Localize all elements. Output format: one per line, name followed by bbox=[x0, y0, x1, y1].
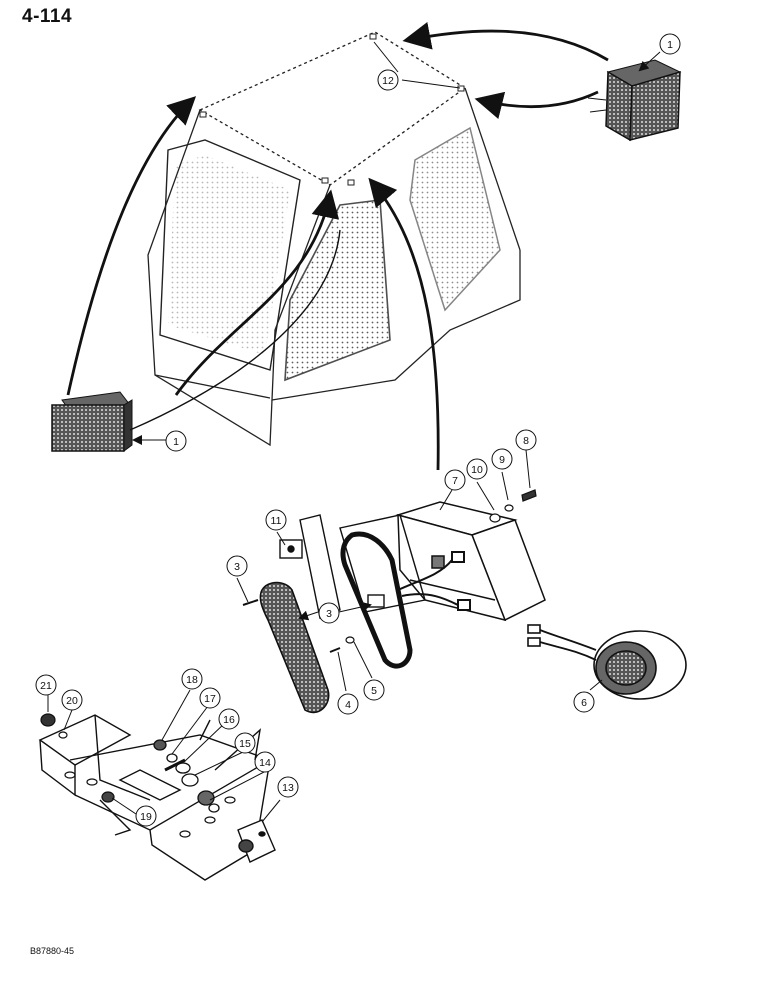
callout-10: 10 bbox=[466, 458, 488, 480]
callout-20: 20 bbox=[61, 689, 83, 711]
callout-18: 18 bbox=[181, 668, 203, 690]
callout-9: 9 bbox=[491, 448, 513, 470]
lamp-gasket bbox=[340, 531, 413, 669]
callout-12: 12 bbox=[377, 69, 399, 91]
callout-17: 17 bbox=[199, 687, 221, 709]
callout-1-upper: 1 bbox=[659, 33, 681, 55]
svg-text:20: 20 bbox=[66, 695, 78, 707]
callout-14: 14 bbox=[254, 751, 276, 773]
callout-1-left: 1 bbox=[165, 430, 187, 452]
work-light-left bbox=[51, 391, 133, 452]
small-hardware bbox=[242, 489, 537, 653]
svg-text:16: 16 bbox=[223, 714, 235, 726]
svg-text:21: 21 bbox=[40, 680, 52, 692]
callout-8: 8 bbox=[515, 429, 537, 451]
svg-text:3: 3 bbox=[326, 608, 332, 620]
mounting-plate bbox=[339, 514, 426, 613]
svg-text:12: 12 bbox=[382, 75, 394, 87]
svg-text:10: 10 bbox=[471, 464, 483, 476]
callout-markers: 1 1 12 11 3 3 10 9 8 7 4 5 6 21 20 18 17… bbox=[35, 33, 681, 827]
svg-text:14: 14 bbox=[259, 757, 271, 769]
roof-mount-points bbox=[199, 33, 465, 186]
svg-text:11: 11 bbox=[271, 515, 282, 527]
round-light bbox=[527, 624, 687, 700]
callout-leaders bbox=[47, 41, 661, 823]
cab-left-window bbox=[159, 139, 301, 371]
callout-11: 11 bbox=[265, 509, 287, 531]
callout-19: 19 bbox=[135, 805, 157, 827]
wire-harness bbox=[397, 551, 471, 611]
lamp-housing bbox=[395, 501, 546, 622]
svg-text:6: 6 bbox=[581, 697, 587, 709]
cab-right-window bbox=[409, 126, 501, 312]
frame-fitting bbox=[101, 791, 115, 803]
callout-13: 13 bbox=[277, 776, 299, 798]
svg-text:1: 1 bbox=[667, 39, 673, 51]
figure-code: B87880-45 bbox=[30, 946, 75, 956]
switch-stack bbox=[153, 739, 220, 813]
light-wire bbox=[129, 229, 341, 431]
work-light-right bbox=[587, 59, 682, 142]
tail-light-lens bbox=[259, 581, 330, 714]
cab-front-window bbox=[284, 199, 391, 382]
lower-bracket bbox=[237, 819, 276, 863]
callout-3-center: 3 bbox=[318, 602, 340, 624]
callout-21: 21 bbox=[35, 674, 57, 696]
svg-text:3: 3 bbox=[234, 561, 240, 573]
svg-text:15: 15 bbox=[239, 738, 251, 750]
svg-text:9: 9 bbox=[499, 454, 505, 466]
svg-text:5: 5 bbox=[371, 685, 377, 697]
svg-text:19: 19 bbox=[140, 811, 152, 823]
svg-text:4: 4 bbox=[345, 699, 351, 711]
svg-text:17: 17 bbox=[204, 693, 216, 705]
svg-text:18: 18 bbox=[186, 674, 198, 686]
page-number: 4-114 bbox=[22, 6, 73, 27]
plug-and-washer bbox=[40, 713, 68, 739]
install-arrows bbox=[66, 22, 609, 471]
callout-3-left: 3 bbox=[226, 555, 248, 577]
callout-7: 7 bbox=[444, 469, 466, 491]
svg-text:8: 8 bbox=[523, 435, 529, 447]
mount-bracket bbox=[279, 514, 341, 619]
svg-text:13: 13 bbox=[282, 782, 294, 794]
callout-16: 16 bbox=[218, 708, 240, 730]
callout-6: 6 bbox=[573, 691, 595, 713]
lower-frame-holes bbox=[64, 771, 236, 838]
callout-15: 15 bbox=[234, 732, 256, 754]
callout-4: 4 bbox=[337, 693, 359, 715]
svg-text:7: 7 bbox=[452, 475, 458, 487]
callout-5: 5 bbox=[363, 679, 385, 701]
svg-text:1: 1 bbox=[173, 436, 179, 448]
